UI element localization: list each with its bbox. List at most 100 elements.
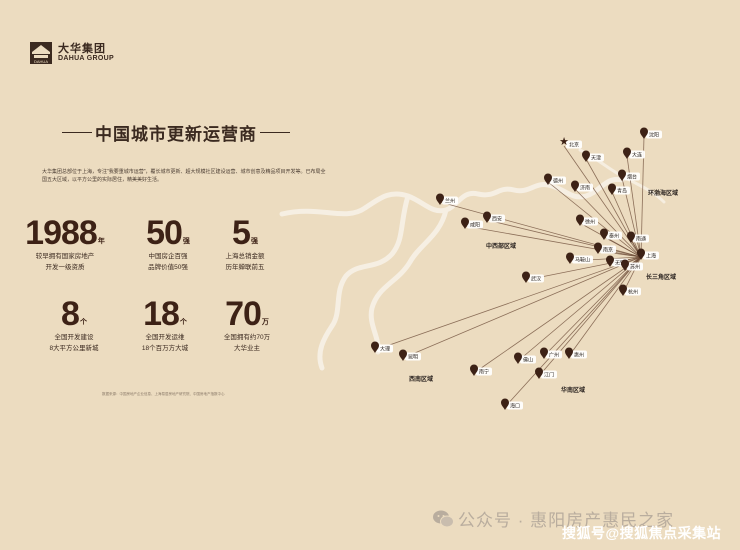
city-label-bg — [600, 245, 616, 254]
city-label: 青岛 — [617, 188, 627, 195]
city-label-bg — [627, 262, 643, 271]
capital-star-icon: ★ — [559, 136, 569, 148]
city-marker: 青岛 — [608, 183, 630, 195]
city-markers: 北京★沈阳天津大连烟台德州济南青岛兰州西安咸阳徐州泰州南通南京上海马鞍山无锡苏州… — [371, 127, 662, 410]
map-pin-icon — [470, 364, 478, 376]
city-marker: 烟台 — [618, 169, 640, 181]
dahua-logo: DAHUA 大华集团 DAHUA GROUP — [30, 42, 114, 64]
city-marker: 惠州 — [565, 347, 587, 359]
city-marker: 南京 — [594, 242, 616, 254]
city-marker: 咸阳 — [461, 217, 483, 229]
city-label: 泰州 — [609, 233, 619, 240]
city-label: 佛山 — [523, 357, 533, 364]
map-pin-icon — [618, 169, 626, 181]
stat-unit: 万 — [261, 319, 269, 326]
city-label: 武汉 — [531, 276, 541, 283]
map-pin-icon — [621, 259, 629, 271]
map-pin-icon — [623, 147, 631, 159]
map-pin-icon — [535, 367, 543, 379]
city-label: 天津 — [591, 155, 601, 162]
map-pin-icon — [436, 193, 444, 205]
city-label: 南宁 — [479, 369, 489, 376]
map-pin-icon — [627, 231, 635, 243]
city-marker: 大连 — [623, 147, 645, 159]
city-label: 广州 — [549, 352, 559, 359]
city-label-bg — [577, 183, 593, 192]
city-label: 徐州 — [585, 219, 595, 226]
city-marker: 泰州 — [600, 228, 622, 240]
city-label: 马鞍山 — [575, 257, 590, 264]
stat-desc-line-2: 8大平方公里新城 — [49, 345, 99, 352]
city-marker: 昆明 — [399, 349, 421, 361]
city-marker: 徐州 — [576, 214, 598, 226]
map-pin-icon — [619, 284, 627, 296]
city-label: 惠州 — [574, 352, 584, 359]
stat-number: 18 — [143, 295, 180, 333]
stat-number: 5 — [232, 214, 251, 252]
sohu-watermark-text: 搜狐号@搜狐焦点采集站 — [562, 525, 722, 541]
wechat-icon — [433, 510, 454, 527]
map-pin-icon — [606, 255, 614, 267]
city-label: 西安 — [492, 216, 502, 223]
river-decoration — [279, 176, 625, 371]
city-label-bg — [571, 350, 587, 359]
region-label: 华南区域 — [561, 386, 585, 394]
route-lines — [374, 135, 645, 408]
stat-desc-line-1: 中国房企百强 — [148, 253, 188, 260]
dahua-logo-mark-icon: DAHUA — [30, 42, 52, 64]
city-marker: 西安 — [483, 211, 505, 223]
city-marker: 苏州 — [621, 259, 643, 271]
headline-left-dash — [62, 131, 92, 134]
city-label-bg — [614, 186, 630, 195]
map-pin-icon — [608, 183, 616, 195]
city-label: 北京 — [569, 142, 579, 149]
city-label-bg — [405, 352, 421, 361]
map-pin-icon — [594, 242, 602, 254]
headline: 中国城市更新运营商 — [62, 120, 290, 145]
city-label-bg — [606, 231, 622, 240]
stat-unit: 年 — [97, 238, 105, 245]
city-label-bg — [572, 255, 593, 264]
city-label-bg — [546, 350, 562, 359]
city-marker: 德州 — [544, 173, 566, 185]
stat-desc-line-1: 全国拥有约70万 — [223, 334, 271, 341]
map-pin-icon — [544, 173, 552, 185]
map-pin-icon — [483, 211, 491, 223]
stat-number: 70 — [225, 295, 262, 333]
map-pin-icon — [576, 214, 584, 226]
city-label: 大理 — [380, 346, 390, 353]
stat-number: 50 — [146, 214, 183, 252]
map-pin-icon — [522, 271, 530, 283]
city-marker: 兰州 — [436, 193, 458, 205]
city-label: 江门 — [544, 372, 554, 379]
map-pin-icon — [540, 347, 548, 359]
city-label: 德州 — [553, 178, 563, 185]
city-marker: 大理 — [371, 341, 393, 353]
city-label-bg — [377, 344, 393, 353]
map-pin-icon — [514, 352, 522, 364]
map-pin-icon — [371, 341, 379, 353]
map-pin-icon — [640, 127, 648, 139]
route-line — [504, 256, 642, 408]
map-pin-icon — [461, 217, 469, 229]
city-label: 无锡 — [615, 260, 625, 267]
wechat-watermark-text: 公众号 · 惠阳房产惠民之家 — [458, 511, 675, 530]
stat-desc-line-1: 较早拥有国家房地产 — [35, 253, 95, 260]
route-line — [517, 256, 642, 362]
map-pin-icon — [565, 347, 573, 359]
city-label-bg — [528, 274, 544, 283]
city-label: 兰州 — [445, 198, 455, 205]
city-label-bg — [643, 251, 659, 260]
map-pin-icon — [582, 150, 590, 162]
map-pin-icon — [399, 349, 407, 361]
city-label: 南通 — [636, 236, 646, 243]
city-label-bg — [467, 220, 483, 229]
city-label-bg — [442, 196, 458, 205]
city-marker: 北京★ — [559, 136, 582, 149]
logo-seal-text: DAHUA — [34, 59, 48, 64]
city-label-bg — [550, 176, 566, 185]
stat-desc-line-2: 历年蝉联前五 — [225, 264, 265, 271]
